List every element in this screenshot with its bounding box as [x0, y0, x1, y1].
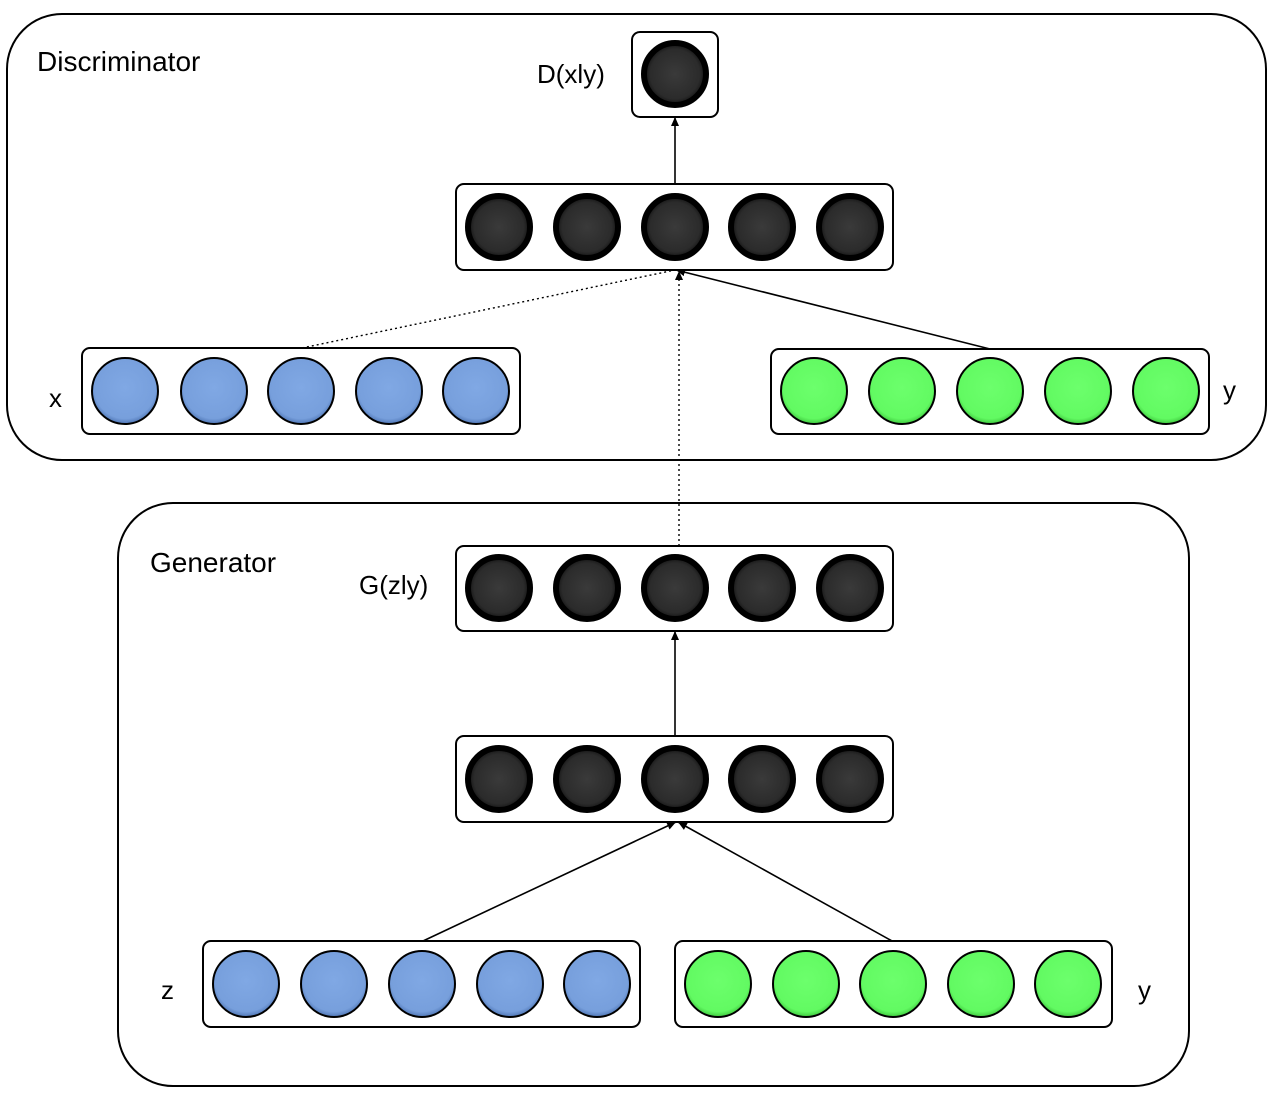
discriminator-title: Discriminator	[37, 46, 200, 77]
g-input-z-node-3	[388, 950, 456, 1018]
d-input-x-node-2	[180, 357, 248, 425]
g-input-z-node-5	[563, 950, 631, 1018]
g-output-node-5	[816, 554, 884, 622]
g-input-z-node-1	[212, 950, 280, 1018]
edge-d-y-to-hidden	[675, 268, 991, 350]
g-hidden-node-5	[816, 745, 884, 813]
g-output-node-1	[465, 554, 533, 622]
d-input-x-label: x	[49, 383, 62, 413]
g-hidden-node-4	[728, 745, 796, 813]
d-output-node-1	[641, 40, 709, 108]
g-input-z-label: z	[161, 975, 174, 1005]
g-output-node-4	[728, 554, 796, 622]
nodes	[91, 40, 1200, 1018]
d-input-x-node-5	[442, 357, 510, 425]
g-input-y-node-1	[684, 950, 752, 1018]
d-hidden-node-2	[553, 193, 621, 261]
g-input-y-node-5	[1034, 950, 1102, 1018]
g-output-label: G(zly)	[359, 570, 428, 600]
g-output-node-3	[641, 554, 709, 622]
g-hidden-node-2	[553, 745, 621, 813]
d-hidden-node-4	[728, 193, 796, 261]
d-input-x-node-3	[267, 357, 335, 425]
d-input-y-node-2	[868, 357, 936, 425]
g-input-y-node-2	[772, 950, 840, 1018]
g-input-z-node-4	[476, 950, 544, 1018]
edges	[301, 117, 991, 942]
g-hidden-node-3	[641, 745, 709, 813]
d-hidden-node-3	[641, 193, 709, 261]
d-hidden-node-5	[816, 193, 884, 261]
d-input-y-label: y	[1223, 375, 1236, 405]
d-output-label: D(xly)	[537, 59, 605, 89]
g-output-node-2	[553, 554, 621, 622]
g-hidden-node-1	[465, 745, 533, 813]
g-input-z-node-2	[300, 950, 368, 1018]
d-input-y-node-1	[780, 357, 848, 425]
g-input-y-node-3	[859, 950, 927, 1018]
d-input-y-node-5	[1132, 357, 1200, 425]
edge-d-x-to-hidden	[301, 269, 676, 349]
d-input-y-node-4	[1044, 357, 1112, 425]
d-input-x-node-1	[91, 357, 159, 425]
generator-title: Generator	[150, 547, 276, 578]
g-input-y-node-4	[947, 950, 1015, 1018]
g-input-y-label: y	[1138, 975, 1151, 1005]
d-hidden-node-1	[465, 193, 533, 261]
edge-g-y-to-hidden	[677, 821, 893, 942]
d-input-x-node-4	[355, 357, 423, 425]
d-input-y-node-3	[956, 357, 1024, 425]
edge-g-z-to-hidden	[422, 821, 677, 942]
